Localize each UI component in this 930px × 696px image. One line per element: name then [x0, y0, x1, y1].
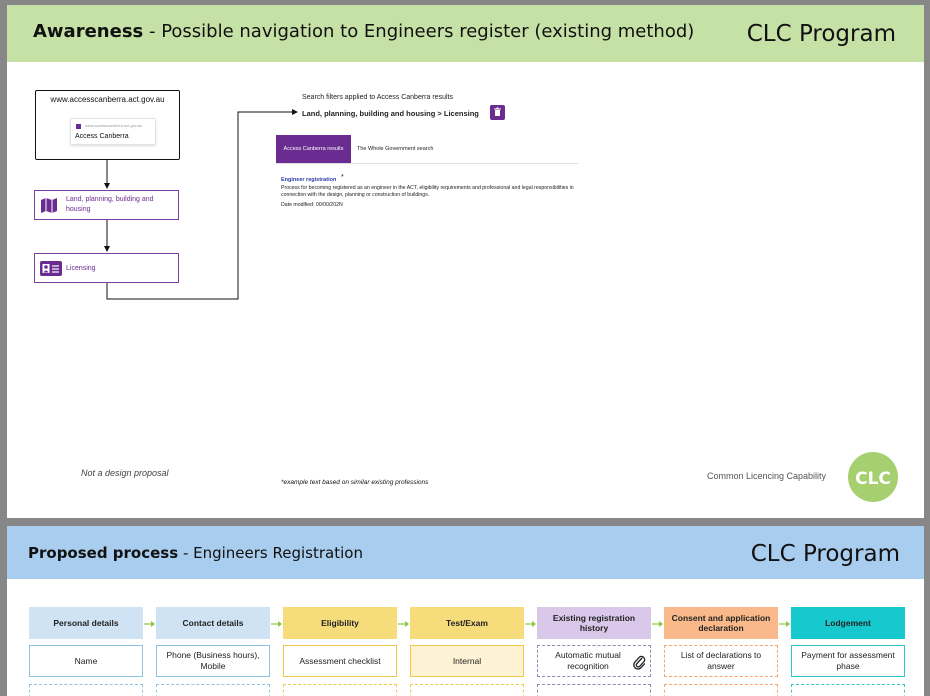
land-planning-category: Land, planning, building and housing	[34, 190, 179, 220]
step-field-next	[29, 684, 143, 696]
result-description: Process for becoming registered as an en…	[281, 185, 574, 198]
step-field-next	[156, 684, 270, 696]
header-band	[7, 526, 924, 579]
step-field-label: Internal	[452, 655, 482, 666]
map-icon	[41, 198, 57, 213]
flow-connectors	[104, 109, 298, 300]
step-field-next	[664, 684, 778, 696]
search-filter-path: Land, planning, building and housing > L…	[302, 109, 479, 118]
tab-whole-government-search[interactable]: The Whole Government search	[357, 146, 434, 152]
step-field: Name	[29, 645, 143, 677]
example-text-note: *example text based on similar existing …	[281, 479, 429, 486]
preview-site-title: Access Canberra	[75, 133, 129, 140]
arrow-right-icon	[525, 621, 536, 627]
step-field: List of declarations to answer	[664, 645, 778, 677]
proposed-process-slide: Proposed process - Engineers Registratio…	[7, 526, 924, 696]
step-field-label: Automatic mutual recognition	[555, 650, 621, 671]
step-field-next	[791, 684, 905, 696]
step-header: Lodgement	[791, 607, 905, 639]
trash-icon[interactable]	[490, 105, 505, 120]
step-field: Automatic mutual recognition	[537, 645, 651, 677]
paperclip-icon[interactable]	[632, 654, 646, 670]
step-header: Existing registration history	[537, 607, 651, 639]
arrow-right-icon	[271, 621, 282, 627]
result-title-link[interactable]: Engineer registration	[281, 177, 337, 183]
step-field: Payment for assessment phase	[791, 645, 905, 677]
licensing-category: Licensing	[34, 253, 179, 283]
brand-title: CLC Program	[746, 21, 896, 47]
step-header: Personal details	[29, 607, 143, 639]
land-planning-label: Land, planning, building and housing	[66, 196, 154, 213]
svg-text:CLC: CLC	[855, 469, 891, 489]
id-card-icon	[40, 261, 62, 276]
step-field-next	[537, 684, 651, 696]
step-field: Phone (Business hours), Mobile	[156, 645, 270, 677]
step-field-next	[283, 684, 397, 696]
preview-url: www.accesscanberra.act.gov.au	[85, 123, 143, 128]
site-logo-icon	[76, 124, 81, 129]
licensing-label: Licensing	[66, 265, 96, 272]
search-filters-caption: Search filters applied to Access Canberr…	[302, 94, 453, 101]
tab-access-canberra-results[interactable]: Access Canberra results	[276, 135, 351, 163]
brand-title: CLC Program	[750, 541, 900, 567]
step-header: Consent and application declaration	[664, 607, 778, 639]
step-field-label: Phone (Business hours), Mobile	[166, 650, 260, 671]
step-header: Test/Exam	[410, 607, 524, 639]
search-results-tabs: Access Canberra results The Whole Govern…	[276, 135, 578, 164]
slide-title: Proposed process - Engineers Registratio…	[28, 544, 363, 562]
clc-logo: CLC	[848, 452, 898, 502]
arrow-right-icon	[652, 621, 663, 627]
clc-caption: Common Licencing Capability	[707, 471, 827, 481]
slide-title: Awareness - Possible navigation to Engin…	[33, 21, 695, 42]
step-header: Eligibility	[283, 607, 397, 639]
step-field-label: Payment for assessment phase	[801, 650, 895, 671]
access-canberra-website-box: www.accesscanberra.act.gov.au www.access…	[35, 90, 180, 160]
awareness-slide: Awareness - Possible navigation to Engin…	[7, 5, 924, 518]
step-header: Contact details	[156, 607, 270, 639]
header-band	[7, 5, 924, 62]
step-field: Assessment checklist	[283, 645, 397, 677]
website-url: www.accesscanberra.act.gov.au	[50, 95, 165, 104]
result-footnote-star: *	[341, 174, 344, 181]
step-field-label: List of declarations to answer	[680, 650, 762, 671]
step-field-label: Name	[74, 655, 98, 666]
website-preview: www.accesscanberra.act.gov.au Access Can…	[70, 118, 156, 145]
step-field-next	[410, 684, 524, 696]
step-field-label: Assessment checklist	[299, 655, 381, 666]
step-field: Internal	[410, 645, 524, 677]
arrow-right-icon	[779, 621, 790, 627]
arrow-right-icon	[398, 621, 409, 627]
result-date-modified: Date modified: 00/00/202N	[281, 202, 343, 208]
disclaimer-note: Not a design proposal	[81, 468, 169, 478]
arrow-right-icon	[144, 621, 155, 627]
